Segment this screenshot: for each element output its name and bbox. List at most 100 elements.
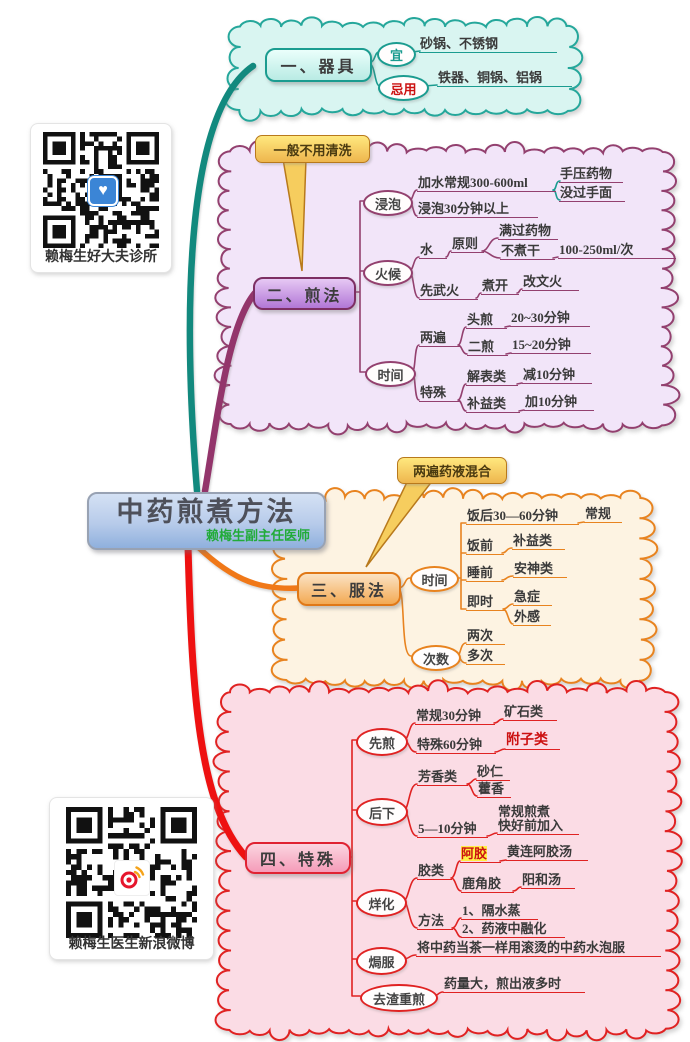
branch-node-utensils: 一、器具 (265, 48, 372, 82)
callout-mix: 两遍药液混合 (397, 457, 507, 484)
oval-label: 去渣重煎 (372, 991, 425, 1007)
oval-label: 后下 (368, 805, 395, 821)
item-gels: 胶类 (417, 864, 452, 880)
curve-branch3 (195, 544, 302, 592)
item-strong-fire: 先武火 (419, 284, 478, 300)
oval-melt: 烊化 (356, 889, 407, 917)
cloud-branch-taking (268, 486, 659, 692)
item-ejiao: 阿胶 (460, 846, 501, 863)
qr-card-haodf: ♥ 赖梅生好大夫诊所 (30, 123, 172, 273)
item-yanghe-soup: 阳和汤 (521, 873, 575, 889)
cloud-branch-decoction (213, 139, 681, 436)
item-no-dry: 不煮干 (500, 244, 555, 260)
item-relieve-type: 解表类 (466, 370, 518, 386)
item-bedtime: 睡前 (466, 566, 504, 582)
oval-count: 次数 (411, 645, 461, 671)
item-minus10: 减10分钟 (522, 368, 592, 384)
qr-label-haodf: 赖梅生好大夫诊所 (45, 248, 157, 264)
oval-label: 忌用 (390, 81, 417, 97)
branch-node-special: 四、特殊 (245, 842, 351, 874)
item-brew-desc: 将中药当茶一样用滚烫的中药水泡服 (416, 941, 661, 957)
cloud-branch-special (212, 679, 683, 1042)
item-deer-gel: 鹿角胶 (461, 877, 514, 893)
item-per-dose: 100-250ml/次 (558, 243, 676, 259)
item-regular: 常规 (584, 507, 622, 523)
item-press-med: 手压药物 (559, 167, 623, 183)
item-soak-time: 浸泡30分钟以上 (417, 202, 538, 218)
oval-label: 时间 (421, 572, 448, 588)
qr-card-weibo: 赖梅生医生新浪微博 (49, 797, 214, 960)
item-soak-water: 加水常规300-600ml (417, 176, 556, 192)
item-immediate: 即时 (466, 595, 505, 611)
cloud-branch-utensils (224, 16, 584, 122)
callout-no-wash: 一般不用清洗 (255, 135, 370, 163)
item-minerals: 矿石类 (503, 705, 557, 721)
item-principle: 原则 (451, 237, 484, 253)
oval-time: 时间 (365, 361, 416, 387)
oval-label: 宜 (389, 48, 403, 63)
item-tonic3: 补益类 (512, 534, 565, 550)
item-suitable-pots: 砂锅、不锈钢 (419, 37, 557, 53)
central-topic: 中药煎煮方法 赖梅生副主任医师 (87, 492, 326, 550)
curve-branch4 (184, 542, 250, 861)
oval-suitable: 宜 (377, 42, 416, 67)
qr-code-haodf (43, 132, 159, 248)
item-ejiao-soup: 黄连阿胶汤 (506, 845, 588, 861)
haodf-heart-icon: ♥ (88, 176, 118, 206)
oval-fire: 火候 (363, 260, 413, 286)
oval-redecoct: 去渣重煎 (360, 984, 438, 1012)
item-acute: 急症 (513, 590, 552, 606)
item-exogenous: 外感 (513, 610, 551, 626)
item-first-decoct: 头煎 (466, 313, 507, 329)
branch-title: 三、服法 (310, 583, 387, 600)
oval-label: 次数 (422, 651, 449, 667)
map-author: 赖梅生副主任医师 (205, 528, 310, 543)
item-aromatic: 芳香类 (417, 770, 468, 786)
item-before-meal: 饭前 (466, 539, 504, 555)
oval-label: 烊化 (368, 896, 395, 912)
item-second-time: 15~20分钟 (511, 338, 591, 354)
item-second-decoct: 二煎 (467, 340, 508, 356)
item-cover-med: 满过药物 (498, 224, 558, 240)
callout-text: 一般不用清洗 (273, 142, 352, 158)
oval-taking-time: 时间 (410, 566, 459, 592)
item-first-time: 20~30分钟 (510, 311, 590, 327)
line2: 快好前加入 (498, 818, 564, 833)
branch-node-taking: 三、服法 (297, 572, 401, 606)
oval-pre-decoct: 先煎 (356, 728, 408, 756)
oval-label: 浸泡 (374, 196, 401, 212)
line1: 常规煎煮 (498, 804, 551, 819)
oval-label: 焗服 (368, 954, 395, 970)
oval-avoid: 忌用 (378, 75, 429, 101)
branch-title: 一、器具 (280, 59, 357, 76)
item-huoxiang: 藿香 (477, 782, 511, 798)
item-method: 方法 (417, 914, 453, 930)
branch-node-decoction: 二、煎法 (253, 277, 356, 310)
item-special60: 特殊60分钟 (416, 738, 496, 754)
weibo-glyph (120, 866, 145, 889)
item-add-near-end: 常规煎煮快好前加入 (497, 805, 579, 835)
item-special: 特殊 (419, 386, 460, 402)
curve-branch2 (201, 289, 259, 495)
oval-soak: 浸泡 (363, 190, 413, 216)
item-multi: 多次 (466, 649, 505, 665)
branch-title: 四、特殊 (259, 852, 336, 869)
item-redecoct-desc: 药量大，煎出液多时 (443, 977, 585, 993)
item-sharen: 砂仁 (476, 765, 510, 781)
item-dissolve: 2、药液中融化 (461, 922, 565, 938)
item-sedative: 安神类 (513, 562, 567, 578)
item-after-meal: 饭后30—60分钟 (466, 509, 579, 525)
item-avoid-pots: 铁器、铜锅、铝锅 (437, 71, 572, 87)
item-gentle-fire: 改文火 (522, 275, 579, 291)
qr-label-weibo: 赖梅生医生新浪微博 (68, 935, 195, 951)
item-twice: 两遍 (419, 331, 460, 347)
item-twice3: 两次 (466, 629, 505, 645)
qr-code-weibo (66, 807, 197, 938)
item-regular30: 常规30分钟 (415, 709, 495, 725)
map-title: 中药煎煮方法 (116, 497, 297, 527)
oval-brew: 焗服 (356, 947, 407, 975)
item-5-10min: 5—10分钟 (417, 822, 488, 838)
callout-text: 两遍药液混合 (412, 464, 491, 479)
